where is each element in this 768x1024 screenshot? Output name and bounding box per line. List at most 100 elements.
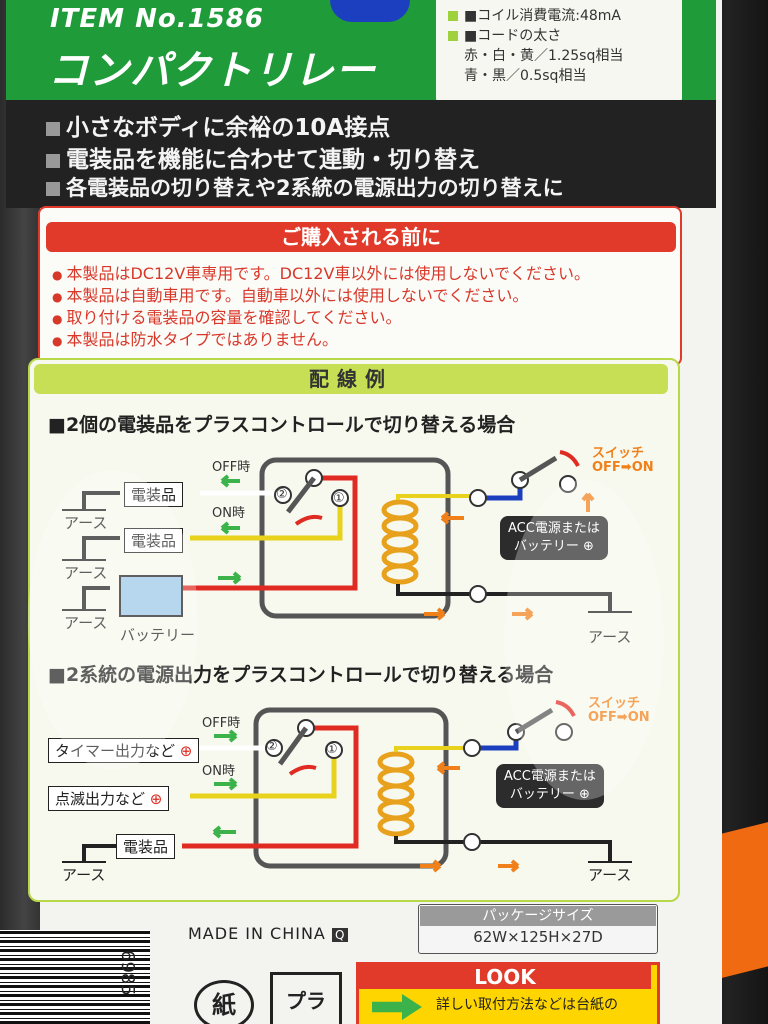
case2-output1: タイマー出力など ⊕: [48, 738, 200, 763]
wire-black-ground: [394, 836, 612, 862]
case1-earth3: アース: [64, 614, 108, 632]
case1-on-label: ON時: [212, 506, 245, 521]
blue-cable: [330, 0, 410, 22]
coil-icon: [381, 499, 419, 585]
made-in: MADE IN CHINA Q: [188, 924, 349, 943]
item-number: ITEM No.1586: [50, 4, 264, 34]
case2-wiring-svg: [62, 700, 632, 873]
bullet-icon: [448, 31, 458, 41]
switch-terminal-b: [559, 475, 577, 493]
spec-line: 赤・白・黄／1.25sq相当: [464, 48, 624, 64]
arrow-green-off: [220, 474, 240, 488]
terminal-2: [274, 486, 292, 504]
wire-red: [182, 475, 358, 591]
arrow-green-on: [220, 521, 240, 535]
arrow-orange-ground2: [512, 607, 534, 621]
case2-off-label: OFF時: [202, 716, 241, 731]
arrow-green-on: [214, 777, 238, 791]
spec-line: ■コードの太さ: [448, 26, 561, 46]
case2-output2: 点滅出力など ⊕: [48, 786, 170, 811]
feature-item: 電装品を機能に合わせて連動・切り替え: [46, 140, 480, 174]
feature-item: 各電装品の切り替えや2系統の電源出力の切り替えに: [46, 172, 564, 202]
wiring-heading: 配線例: [34, 364, 668, 394]
product-title: コンパクトリレー: [48, 48, 376, 94]
warning-item: 本製品は防水タイプではありません。: [52, 326, 338, 350]
battery-label: バッテリー: [120, 626, 196, 644]
package-size-label: パッケージサイズ: [420, 906, 656, 926]
switch-terminal-b: [555, 723, 573, 741]
tape-glare: [28, 470, 198, 770]
spec-line: 青・黒／0.5sq相当: [464, 68, 587, 84]
case1-acc-box: ACC電源または バッテリー ⊕: [500, 516, 608, 560]
wire-yellow-on: [190, 500, 343, 541]
relay-contact-arm: [277, 726, 309, 766]
terminal-1: [325, 741, 343, 759]
arrow-red-switch: [555, 700, 576, 717]
case2-switch-label: スイッチ: [588, 696, 641, 711]
look-text: 詳しい取付方法などは台紙の: [436, 997, 618, 1013]
case2-earth-left: アース: [62, 866, 106, 884]
arrow-red-curve: [288, 764, 317, 776]
look-heading: LOOK: [359, 965, 651, 989]
terminal-coil-in: [469, 489, 487, 507]
feature-item: 小さなボディに余裕の10A接点: [46, 108, 390, 142]
arrow-red-curve: [294, 514, 323, 526]
barcode: [0, 930, 150, 1024]
arrow-green-device: [212, 825, 236, 839]
terminal-2-label: ②: [276, 487, 288, 502]
case1-earth-right: アース: [588, 628, 632, 646]
terminal-2-label: ②: [266, 739, 278, 754]
case1-off-on: OFF➡ON: [592, 460, 654, 475]
case1-device2: 電装品: [124, 528, 184, 553]
warning-item: 本製品はDC12V車専用です。DC12V車以外には使用しないでください。: [52, 260, 590, 284]
battery-icon: [119, 575, 183, 617]
switch-lever: [514, 707, 554, 735]
tape-glare: [504, 480, 664, 800]
case2-earth-right: アース: [588, 866, 632, 884]
case1-title: ■2個の電装品をプラスコントロールで切り替える場合: [48, 414, 516, 436]
wire-black-ground-left: [82, 586, 110, 610]
arrow-green-off: [214, 729, 238, 743]
terminal-coil-in: [463, 739, 481, 757]
case2-acc-box: ACC電源または バッテリー ⊕: [496, 764, 604, 808]
case2-title: ■2系統の電源出力をプラスコントロールで切り替える場合: [48, 664, 554, 686]
q-mark: Q: [331, 928, 349, 942]
switch-lever: [518, 455, 558, 483]
wire-red: [182, 725, 359, 849]
case2-device: 電装品: [116, 834, 176, 859]
arrow-orange-up: [581, 492, 595, 512]
terminal-coil-out: [469, 585, 487, 603]
arrow-green-battery: [218, 571, 242, 585]
terminal-1-label: ①: [326, 742, 338, 757]
case1-earth1: アース: [64, 514, 108, 532]
wire-yellow-coil: [394, 746, 470, 752]
plus-icon: ⊕: [179, 742, 193, 760]
wire-black-dev1: [82, 491, 120, 510]
recycle-plastic-icon: プラ: [270, 972, 342, 1024]
arrow-orange-in: [440, 511, 464, 525]
wire-yellow-on: [190, 756, 337, 799]
arrow-red-switch: [559, 450, 580, 467]
plus-icon: ⊕: [149, 790, 163, 808]
warning-item: 本製品は自動車用です。自動車以外には使用しないでください。: [52, 282, 528, 306]
coil-icon: [377, 751, 415, 837]
wire-yellow-coil: [396, 494, 476, 500]
case1-earth2: アース: [64, 564, 108, 582]
terminal-2: [265, 739, 283, 757]
spec-box: ■コイル消費電流:48mA ■コードの太さ 赤・白・黄／1.25sq相当 青・黒…: [436, 0, 682, 104]
plus-icon: ⊕: [583, 539, 594, 554]
ground-symbol: [62, 509, 632, 613]
case1-device1: 電装品: [124, 482, 184, 507]
wire-black-dev2: [82, 536, 120, 560]
terminal-coil-out: [463, 833, 481, 851]
recycle-paper-icon: 紙: [194, 980, 254, 1024]
case1-wiring-svg: [62, 450, 632, 621]
package-size-value: 62W×125H×27D: [473, 928, 603, 946]
plus-icon: ⊕: [579, 787, 590, 802]
case2-off-on: OFF➡ON: [588, 710, 650, 725]
terminal-1: [331, 489, 349, 507]
relay-body-2: [253, 707, 449, 869]
warning-heading: ご購入される前に: [46, 222, 676, 252]
arrow-orange-ground2: [498, 859, 520, 873]
